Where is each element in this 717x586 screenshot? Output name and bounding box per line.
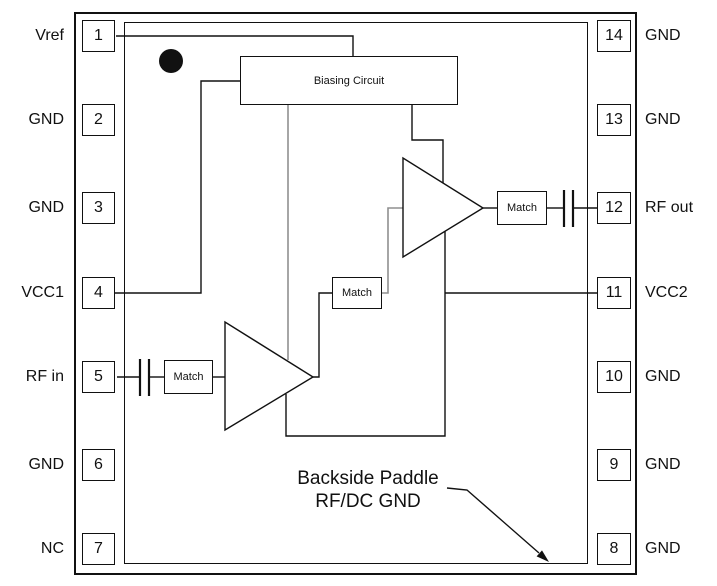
pin-number-4: 4 [94,284,103,301]
pin-box-8: 8 [597,533,631,565]
pin-label-gnd-3: GND [28,199,64,216]
pin-label-gnd-8: GND [645,540,681,557]
pin-label-rf-in: RF in [25,368,64,385]
pin-label-vref: Vref [35,27,64,44]
backside-paddle-line1: Backside Paddle [297,468,439,489]
pin-number-5: 5 [94,368,103,385]
pin-label-vcc2: VCC2 [645,284,688,301]
pin-number-3: 3 [94,199,103,216]
pin-number-1: 1 [94,27,103,44]
backside-paddle-note: Backside Paddle RF/DC GND [268,467,468,513]
pin-box-11: 11 [597,277,631,309]
input-match-label: Match [173,371,204,383]
pin-box-12: 12 [597,192,631,224]
pin-number-14: 14 [605,27,623,44]
pin-box-13: 13 [597,104,631,136]
pin-number-13: 13 [605,111,623,128]
biasing-circuit-block: Biasing Circuit [240,56,458,105]
interstage-match-label: Match [342,287,372,299]
pin-number-7: 7 [94,540,103,557]
interstage-match-block: Match [332,277,382,309]
pin-label-vcc1: VCC1 [21,284,64,301]
pin-box-4: 4 [82,277,115,309]
pin-box-7: 7 [82,533,115,565]
input-match-block: Match [164,360,213,394]
pin-label-gnd-10: GND [645,368,681,385]
pin-number-10: 10 [605,368,623,385]
pin-number-8: 8 [609,540,619,557]
pin-number-12: 12 [605,199,623,216]
pin-number-2: 2 [94,111,103,128]
output-match-label: Match [507,202,537,214]
pin-label-rf-out: RF out [645,199,694,216]
pin-number-6: 6 [94,456,103,473]
pin-box-5: 5 [82,361,115,393]
pin-label-gnd-13: GND [645,111,681,128]
pin-box-3: 3 [82,192,115,224]
pin-label-gnd-14: GND [645,27,681,44]
biasing-circuit-label: Biasing Circuit [313,74,385,87]
pin-box-6: 6 [82,449,115,481]
pin-box-10: 10 [597,361,631,393]
pin-label-gnd-6: GND [28,456,64,473]
pin-number-9: 9 [609,456,619,473]
pin-box-1: 1 [82,20,115,52]
pin-label-gnd-2: GND [28,111,64,128]
pin-label-nc: NC [40,540,64,557]
pin-box-14: 14 [597,20,631,52]
pin-box-2: 2 [82,104,115,136]
pin-label-gnd-9: GND [645,456,681,473]
pin-number-11: 11 [605,284,623,301]
backside-paddle-line2: RF/DC GND [315,491,421,512]
pin-box-9: 9 [597,449,631,481]
output-match-block: Match [497,191,547,225]
